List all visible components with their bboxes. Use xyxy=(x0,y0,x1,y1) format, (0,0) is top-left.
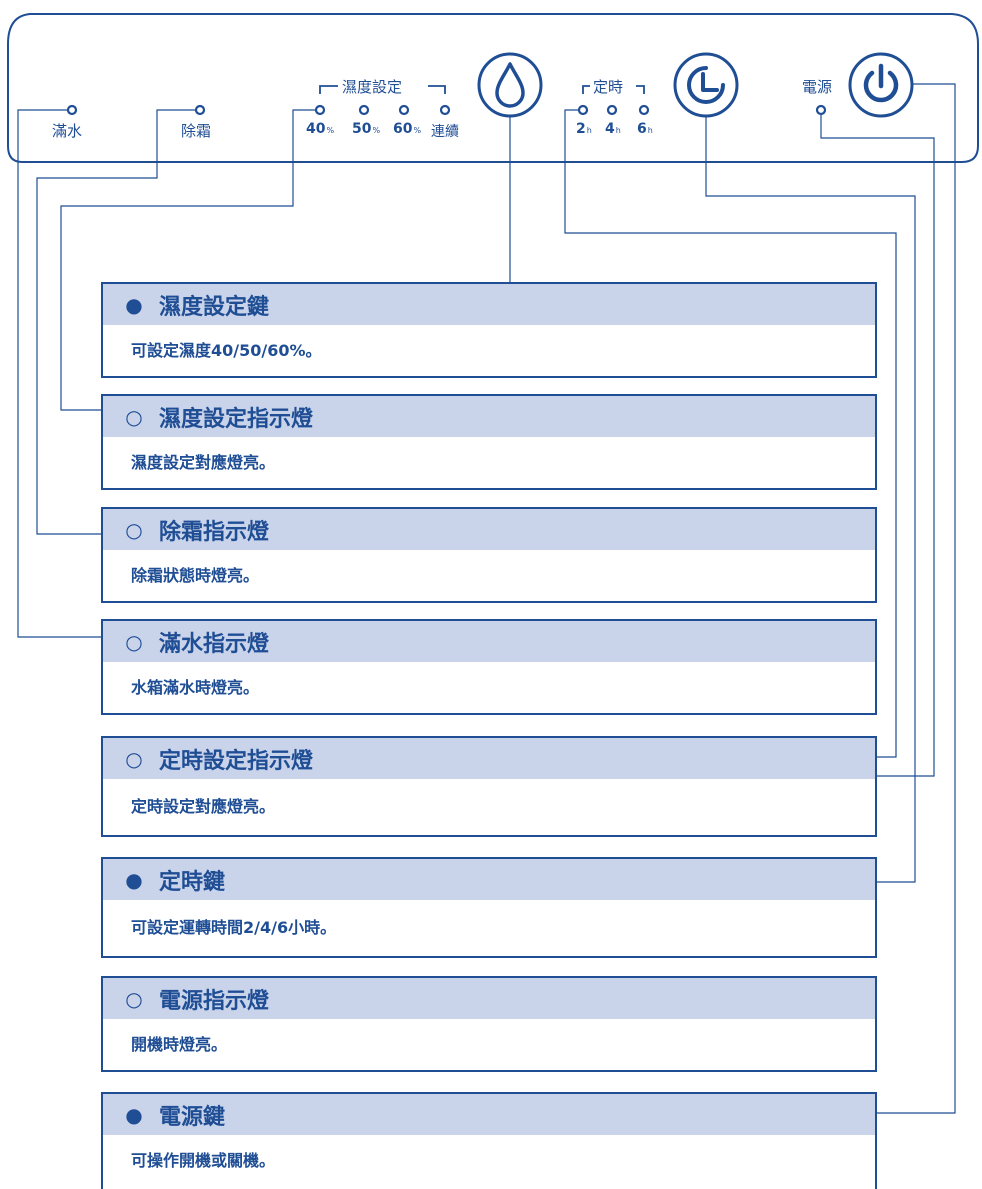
label-continuous: 連續 xyxy=(431,124,459,140)
callout-title: 電源指示燈 xyxy=(159,988,270,1014)
callout-power-indicator: ○ 電源指示燈 開機時燈亮。 xyxy=(101,976,877,1072)
callout-title: 濕度設定鍵 xyxy=(159,294,270,320)
callout-header: ● 濕度設定鍵 xyxy=(103,284,875,325)
led-6h xyxy=(638,104,650,116)
open-circle-icon: ○ xyxy=(125,404,143,429)
callout-desc: 除霜狀態時燈亮。 xyxy=(131,565,260,585)
label-timer-6h: 6h xyxy=(637,121,653,137)
callout-desc: 可操作開機或關機。 xyxy=(131,1150,276,1170)
label-defrost: 除霜 xyxy=(181,122,212,140)
led-continuous xyxy=(439,104,451,116)
filled-circle-icon: ● xyxy=(125,1102,143,1127)
callout-desc: 開機時燈亮。 xyxy=(131,1034,228,1054)
leader-defrost xyxy=(36,109,196,535)
callout-desc: 定時設定對應燈亮。 xyxy=(131,797,276,816)
filled-circle-icon: ● xyxy=(125,867,143,892)
panel-outline xyxy=(7,13,979,163)
callout-timer-button: ● 定時鍵 可設定運轉時間2/4/6小時。 xyxy=(101,857,877,958)
callout-title: 除霜指示燈 xyxy=(159,519,270,545)
led-40 xyxy=(314,104,326,116)
callout-header: ● 電源鍵 xyxy=(103,1094,875,1135)
led-60 xyxy=(398,104,410,116)
callout-power-button: ● 電源鍵 可操作開機或關機。 xyxy=(101,1092,877,1189)
callout-title: 電源鍵 xyxy=(159,1104,226,1130)
callout-desc: 可設定濕度40/50/60%。 xyxy=(131,340,322,360)
callout-header: ● 定時鍵 xyxy=(103,859,875,900)
callout-title: 濕度設定指示燈 xyxy=(159,406,314,432)
leader-timer-leds xyxy=(564,109,897,758)
callout-desc: 水箱滿水時燈亮。 xyxy=(131,677,260,697)
callout-title: 定時鍵 xyxy=(159,869,226,895)
leader-humidity-leds xyxy=(60,109,316,411)
callout-header: ○ 定時設定指示燈 xyxy=(103,738,875,779)
label-timer-group: 定時 xyxy=(593,78,624,96)
label-humidity-50: 50% xyxy=(352,121,381,137)
led-2h xyxy=(577,104,589,116)
leader-full-water xyxy=(17,109,101,638)
water-drop-icon xyxy=(477,52,543,118)
label-power: 電源 xyxy=(802,78,833,96)
timer-bracket xyxy=(582,85,645,94)
callout-humidity-button: ● 濕度設定鍵 可設定濕度40/50/60%。 xyxy=(101,282,877,378)
callout-header: ○ 濕度設定指示燈 xyxy=(103,396,875,437)
clock-icon xyxy=(673,52,739,118)
leader-power-led xyxy=(820,114,935,777)
callout-header: ○ 滿水指示燈 xyxy=(103,621,875,662)
callout-timer-indicator: ○ 定時設定指示燈 定時設定對應燈亮。 xyxy=(101,736,877,837)
open-circle-icon: ○ xyxy=(125,629,143,654)
power-icon xyxy=(848,52,914,118)
label-humidity-group: 濕度設定 xyxy=(342,78,403,96)
open-circle-icon: ○ xyxy=(125,986,143,1011)
led-defrost xyxy=(194,104,206,116)
callout-header: ○ 除霜指示燈 xyxy=(103,509,875,550)
humidity-bracket xyxy=(319,85,446,94)
leader-timer-button xyxy=(705,116,916,883)
callout-desc: 可設定運轉時間2/4/6小時。 xyxy=(131,918,337,937)
label-full-water: 滿水 xyxy=(52,122,83,140)
led-full-water xyxy=(66,104,78,116)
callout-title: 定時設定指示燈 xyxy=(159,748,314,774)
label-timer-2h: 2h xyxy=(576,121,592,137)
callout-desc: 濕度設定對應燈亮。 xyxy=(131,452,276,472)
callout-defrost-indicator: ○ 除霜指示燈 除霜狀態時燈亮。 xyxy=(101,507,877,603)
open-circle-icon: ○ xyxy=(125,517,143,542)
label-humidity-60: 60% xyxy=(393,121,422,137)
callout-title: 滿水指示燈 xyxy=(159,631,270,657)
label-timer-4h: 4h xyxy=(605,121,621,137)
led-4h xyxy=(606,104,618,116)
callout-full-water-indicator: ○ 滿水指示燈 水箱滿水時燈亮。 xyxy=(101,619,877,715)
led-power xyxy=(815,104,827,116)
filled-circle-icon: ● xyxy=(125,292,143,317)
callout-header: ○ 電源指示燈 xyxy=(103,978,875,1019)
led-50 xyxy=(358,104,370,116)
leader-power-button xyxy=(877,83,956,1114)
label-humidity-40: 40% xyxy=(306,121,335,137)
callout-humidity-indicator: ○ 濕度設定指示燈 濕度設定對應燈亮。 xyxy=(101,394,877,490)
open-circle-icon: ○ xyxy=(125,746,143,771)
